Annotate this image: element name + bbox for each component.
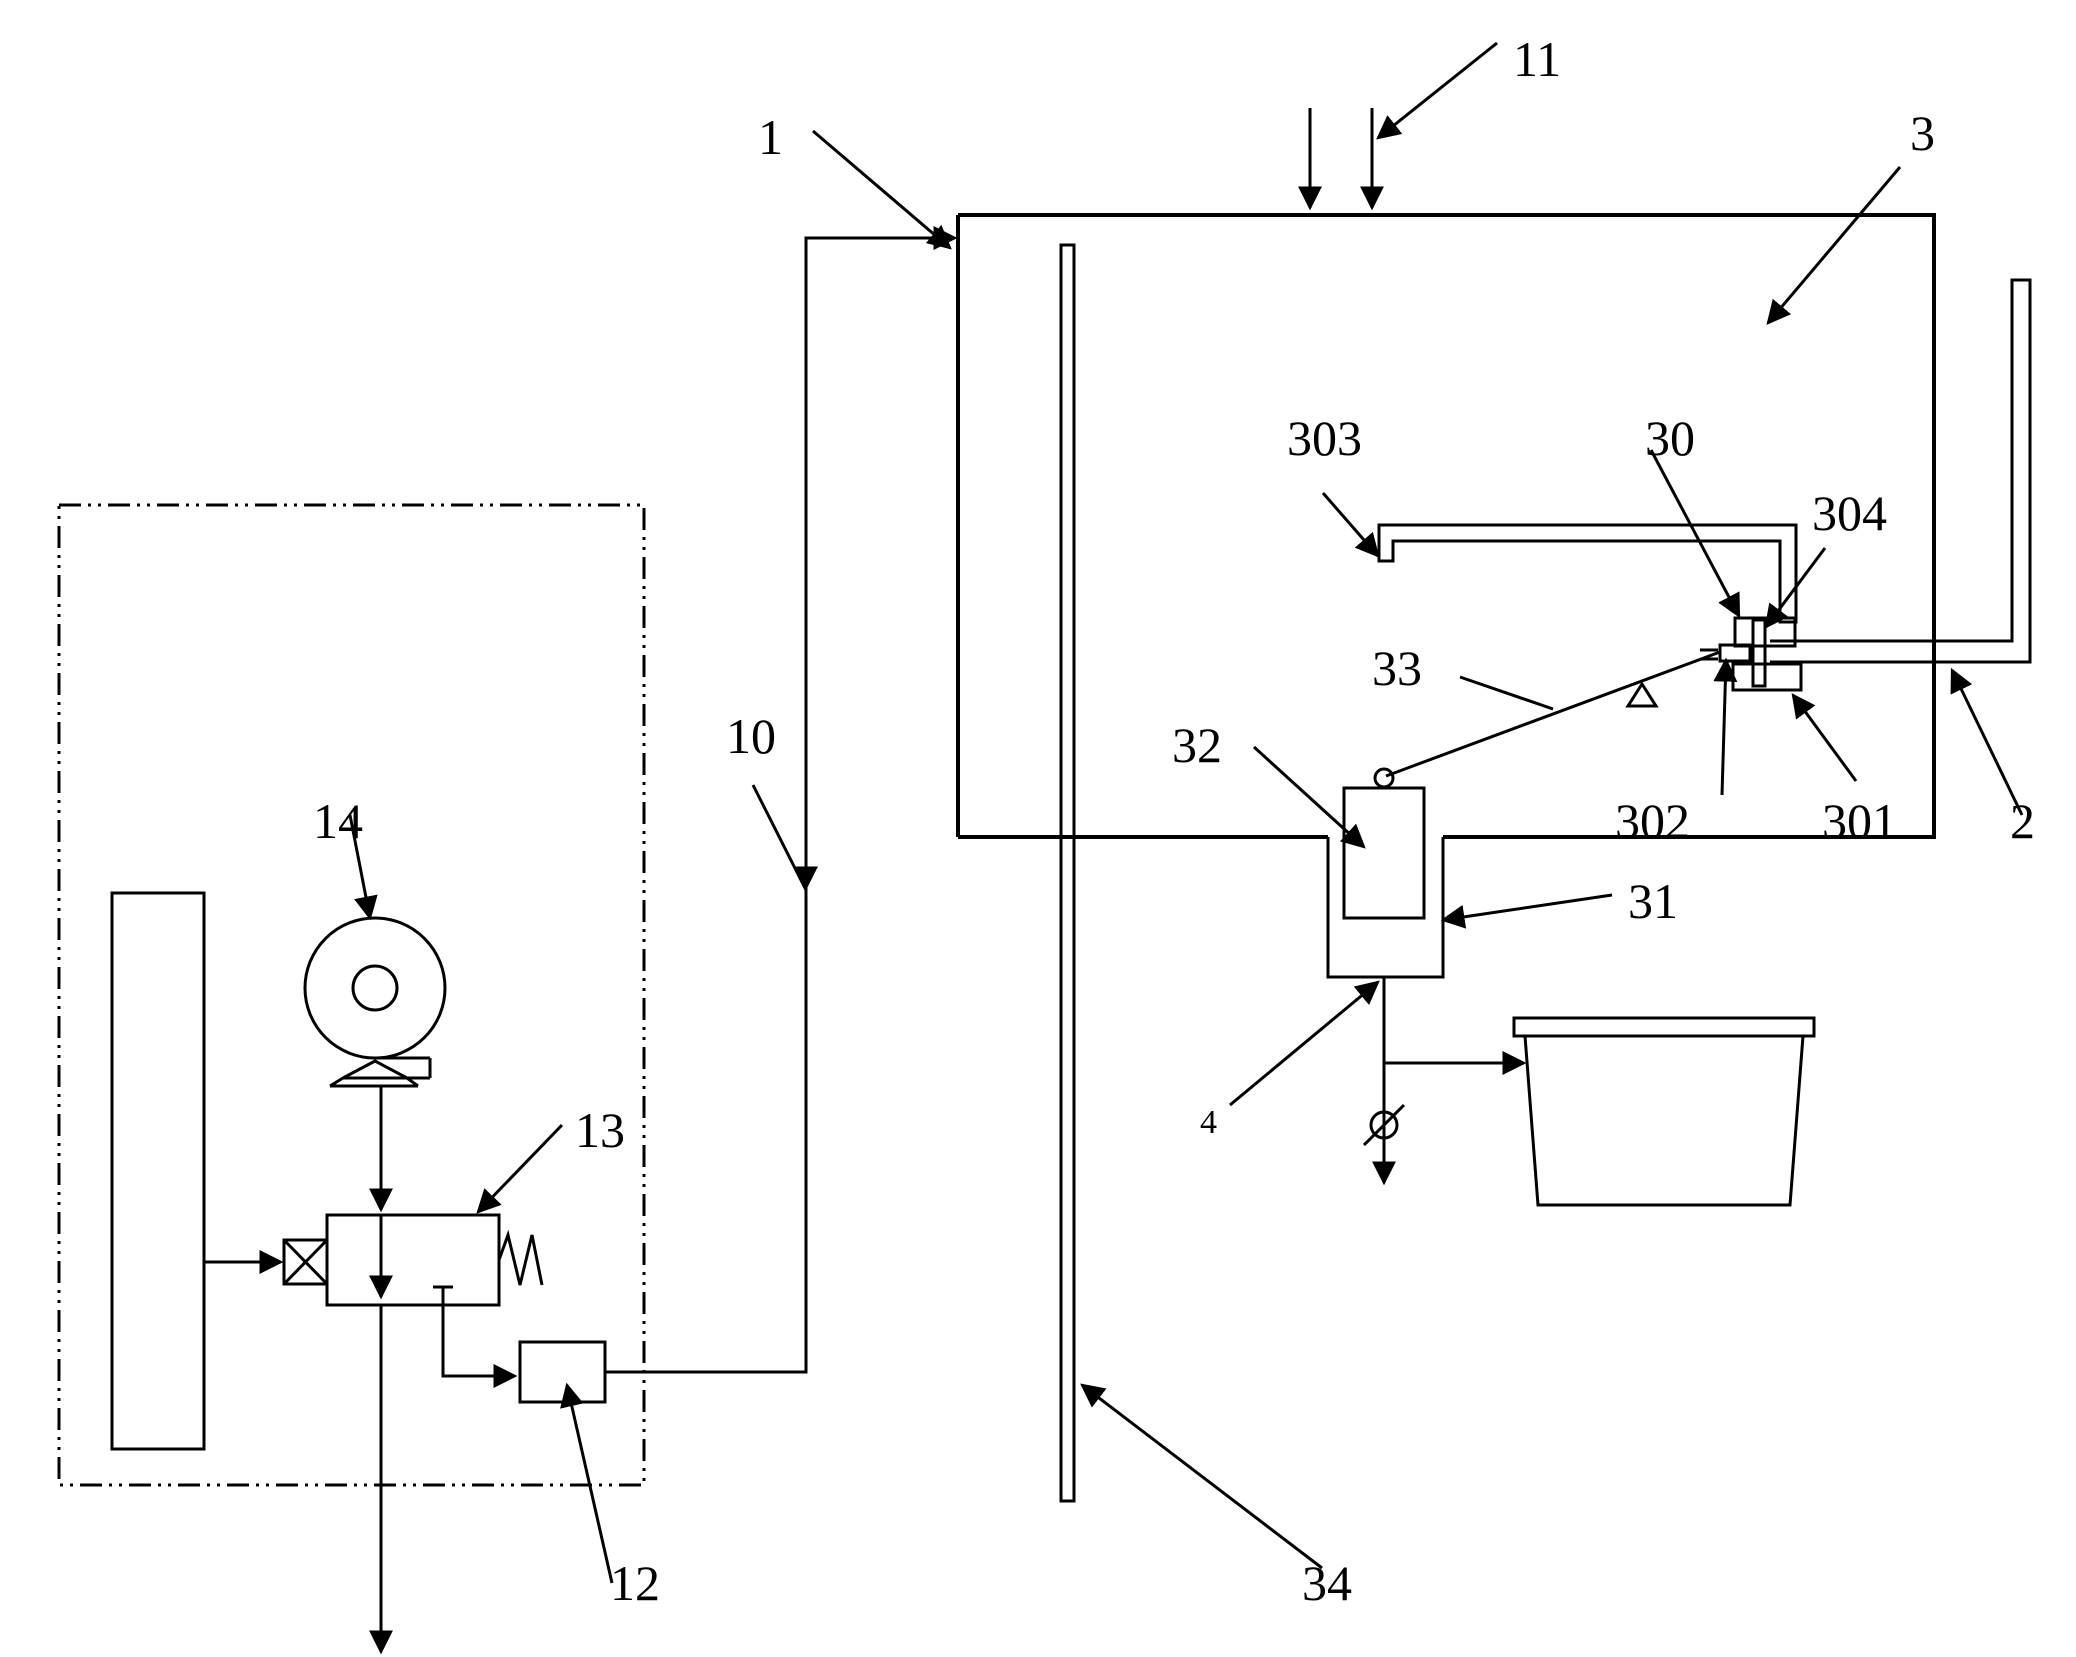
label-303: 303: [1287, 410, 1362, 466]
label-302: 302: [1615, 793, 1690, 849]
level-rod: [1059, 243, 1076, 1503]
lever-pivot: [1373, 767, 1395, 789]
label-3: 3: [1910, 105, 1935, 161]
pressure-regulator: [518, 1340, 607, 1404]
label-34: 34: [1302, 1555, 1352, 1611]
solenoid-valve: [282, 1213, 544, 1307]
label-12: 12: [610, 1555, 660, 1611]
label-4: 4: [1200, 1104, 1217, 1141]
label-31: 31: [1628, 873, 1678, 929]
label-33: 33: [1372, 640, 1422, 696]
leader-lines: [348, 41, 2024, 1584]
label-301: 301: [1822, 793, 1897, 849]
regulator-feed-line: [441, 1305, 518, 1388]
fulcrum-icon: [1625, 681, 1659, 708]
drain-valve-icon: [1362, 1103, 1406, 1147]
control-unit: [57, 503, 646, 1655]
label-13: 13: [575, 1102, 625, 1158]
label-1: 1: [758, 109, 783, 165]
blower-icon: [303, 916, 447, 1088]
label-14: 14: [313, 793, 363, 849]
air-pipe-10: [605, 226, 958, 1374]
label-2: 2: [2010, 793, 2035, 849]
control-unit-boundary: [57, 503, 646, 1487]
float: [1342, 786, 1426, 920]
label-10: 10: [726, 708, 776, 764]
tank: [956, 213, 1936, 839]
label-304: 304: [1812, 485, 1887, 541]
label-32: 32: [1172, 717, 1222, 773]
label-11: 11: [1513, 31, 1561, 87]
collecting-basin: [1512, 1016, 1816, 1207]
lever-arm: [1385, 650, 1721, 778]
controller-panel: [110, 891, 206, 1451]
label-30: 30: [1645, 410, 1695, 466]
overflow-pipe: [1770, 278, 2032, 664]
